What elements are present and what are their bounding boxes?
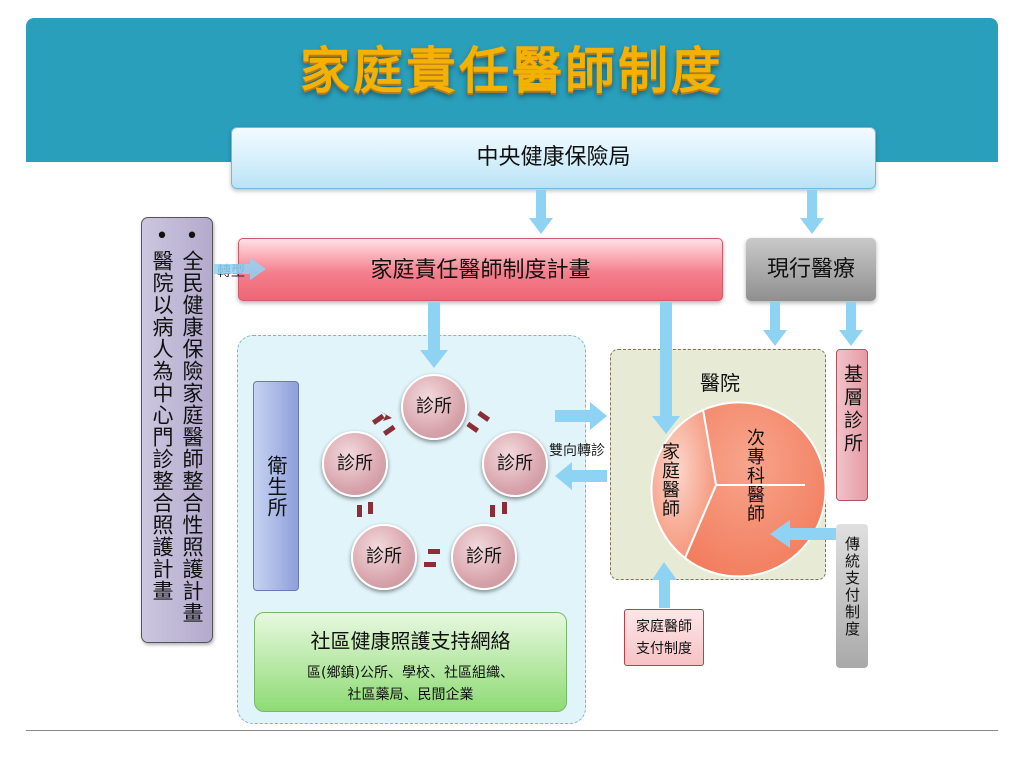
clinic-arrow-bottom-a bbox=[428, 549, 440, 554]
clinic-node-right: 診所 bbox=[482, 431, 548, 497]
clinic-arrow-right-bottom-a bbox=[490, 505, 495, 517]
list-item-2: • 醫院以病人為中心門診整合照護計畫 bbox=[148, 224, 176, 603]
clinic-arrow-top-left-c bbox=[382, 424, 396, 436]
specialist-label: 次專科醫師 bbox=[744, 428, 765, 523]
clinic-node-left: 診所 bbox=[322, 431, 388, 497]
central-bureau-box: 中央健康保險局 bbox=[231, 127, 876, 189]
community-network-title: 社區健康照護支持網絡 bbox=[310, 629, 511, 653]
basic-clinic-box: 基層診所 bbox=[836, 349, 868, 501]
family-doctor-payment-box: 家庭醫師 支付制度 bbox=[624, 609, 704, 666]
list-item-2-text: 醫院以病人為中心門診整合照護計畫 bbox=[150, 250, 174, 602]
clinic-arrow-top-right-b bbox=[466, 421, 480, 433]
bottom-divider bbox=[26, 730, 998, 731]
bullet-1: • bbox=[185, 224, 199, 249]
list-item-1-text: 全民健康保險家庭醫師整合性照護計畫 bbox=[180, 250, 204, 624]
community-network-line2: 社區藥局、民間企業 bbox=[347, 687, 474, 703]
clinic-arrow-top-left-a bbox=[380, 411, 392, 421]
family-payment-line1: 家庭醫師 bbox=[636, 619, 692, 635]
clinic-arrow-top-left-b bbox=[371, 413, 385, 425]
arrow-payment-to-family-doctor bbox=[652, 562, 677, 608]
basic-clinic-label: 基層診所 bbox=[841, 364, 863, 456]
community-network-line1: 區(鄉鎮)公所、學校、社區組織、 bbox=[307, 665, 514, 681]
traditional-payment-label: 傳統支付制度 bbox=[843, 536, 861, 638]
arrow-referral-to-community bbox=[555, 462, 607, 490]
clinic-node-bottom-right: 診所 bbox=[451, 524, 517, 590]
arrow-referral-to-hospital bbox=[555, 402, 607, 430]
clinic-node-bottom-left: 診所 bbox=[351, 524, 417, 590]
clinic-arrow-right-bottom-b bbox=[502, 502, 507, 514]
health-station-box: 衛生所 bbox=[253, 381, 299, 591]
clinic-node-top: 診所 bbox=[401, 374, 467, 440]
integrated-care-plans-box: • 全民健康保險家庭醫師整合性照護計畫 • 醫院以病人為中心門診整合照護計畫 bbox=[141, 217, 213, 643]
arrow-plan-to-clinics bbox=[420, 302, 448, 368]
hospital-label: 醫院 bbox=[700, 371, 740, 395]
family-doctor-label: 家庭醫師 bbox=[659, 442, 680, 518]
arrow-bureau-to-plan bbox=[529, 190, 553, 234]
arrow-bureau-to-current bbox=[800, 190, 824, 234]
traditional-payment-box: 傳統支付制度 bbox=[836, 524, 868, 668]
clinic-arrow-bottom-b bbox=[424, 562, 436, 567]
arrow-plan-to-family-doctor bbox=[652, 302, 680, 434]
family-doctor-plan-box: 家庭責任醫師制度計畫 bbox=[238, 238, 723, 301]
referral-label: 雙向轉診 bbox=[549, 443, 605, 459]
arrow-current-to-hospital bbox=[763, 302, 787, 346]
bullet-2: • bbox=[155, 224, 169, 249]
family-payment-line2: 支付制度 bbox=[636, 641, 692, 657]
list-item-1: • 全民健康保險家庭醫師整合性照護計畫 bbox=[178, 224, 206, 625]
arrow-transition bbox=[214, 258, 266, 280]
clinic-arrow-top-right-a bbox=[477, 410, 491, 422]
arrow-current-to-basic-clinic bbox=[839, 302, 863, 346]
page-title: 家庭責任醫師制度 bbox=[300, 42, 724, 100]
clinic-arrow-left-bottom-a bbox=[357, 505, 362, 517]
family-doctor-slice bbox=[650, 408, 718, 560]
current-care-box: 現行醫療 bbox=[746, 238, 876, 301]
health-station-label: 衛生所 bbox=[264, 454, 288, 518]
arrow-traditional-to-specialist bbox=[770, 520, 836, 548]
clinic-arrow-left-bottom-b bbox=[368, 502, 373, 514]
community-support-network-box: 社區健康照護支持網絡 區(鄉鎮)公所、學校、社區組織、 社區藥局、民間企業 bbox=[254, 612, 567, 712]
